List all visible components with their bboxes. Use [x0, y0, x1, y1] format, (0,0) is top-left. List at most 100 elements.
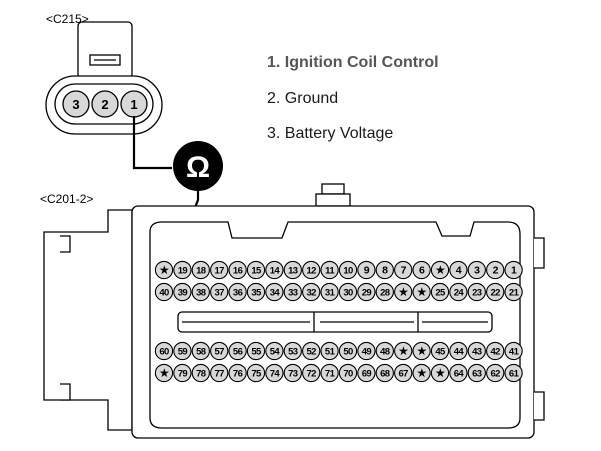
- c215-pin-label: 2: [101, 97, 108, 112]
- c201-pin-blank: ★: [412, 341, 431, 361]
- c201-pin-label: 72: [307, 369, 317, 380]
- c201-pin-label: ★: [436, 265, 446, 277]
- c201-pin-label: 62: [491, 369, 501, 380]
- c201-pin-label: 30: [343, 288, 353, 299]
- c201-pin-15: 15: [246, 260, 266, 280]
- c201-pin-41: 41: [504, 341, 523, 361]
- c201-pin-label: 3: [474, 265, 480, 277]
- ohmmeter-icon: Ω: [173, 141, 223, 191]
- c201-pin-4: 4: [449, 260, 468, 280]
- c201-pin-28: 28: [375, 282, 394, 302]
- c201-pin-label: 2: [493, 265, 499, 277]
- c201-pin-60: 60: [154, 341, 174, 361]
- c201-pin-label: ★: [436, 368, 446, 380]
- c201-pin-13: 13: [283, 260, 302, 280]
- c201-pin-63: 63: [467, 363, 486, 383]
- c201-pin-label: ★: [160, 265, 170, 277]
- c201-pin-57: 57: [210, 341, 229, 361]
- c201-pin-49: 49: [357, 341, 376, 361]
- c201-pin-label: 16: [233, 266, 243, 277]
- c201-pin-label: 77: [215, 369, 225, 380]
- c201-pin-label: 18: [196, 266, 206, 277]
- c201-pin-44: 44: [449, 341, 468, 361]
- c201-pin-58: 58: [191, 341, 210, 361]
- c201-pin-label: 50: [343, 347, 353, 358]
- c201-pin-label: ★: [417, 287, 427, 299]
- c201-pin-label: ★: [399, 287, 409, 299]
- c201-pin-label: 79: [178, 369, 188, 380]
- c201-pin-label: 40: [159, 288, 169, 299]
- c201-pin-label: 34: [270, 288, 281, 299]
- c201-pin-40: 40: [154, 282, 174, 302]
- c201-pin-label: 60: [159, 347, 169, 358]
- c201-pin-59: 59: [173, 341, 192, 361]
- c201-pin-label: 25: [435, 288, 446, 299]
- c201-pin-label: 45: [435, 347, 446, 358]
- c201-pin-2: 2: [486, 260, 505, 280]
- c201-pin-52: 52: [302, 341, 321, 361]
- c201-pin-32: 32: [302, 282, 321, 302]
- c201-pin-label: 75: [251, 369, 262, 380]
- c201-pin-17: 17: [210, 260, 229, 280]
- c201-pin-blank: ★: [394, 341, 413, 361]
- c201-pin-label: 28: [380, 288, 390, 299]
- c201-pin-24: 24: [449, 282, 468, 302]
- c201-pin-label: 41: [509, 347, 520, 358]
- c201-pin-label: 6: [419, 265, 425, 277]
- c201-pin-label: 56: [233, 347, 243, 358]
- c201-pin-label: 69: [362, 369, 372, 380]
- c201-pin-label: 4: [456, 265, 462, 277]
- c201-pin-label: ★: [417, 346, 427, 358]
- c201-pin-label: 54: [270, 347, 281, 358]
- c201-pin-label: 59: [178, 347, 188, 358]
- c201-pin-label: 1: [511, 265, 517, 277]
- c215-pin-3: 3: [62, 90, 90, 118]
- c201-pin-30: 30: [338, 282, 358, 302]
- c201-pin-50: 50: [338, 341, 358, 361]
- c201-pin-label: 13: [288, 266, 298, 277]
- c201-pin-39: 39: [173, 282, 192, 302]
- c201-pin-blank: ★: [394, 282, 413, 302]
- c201-pin-label: 33: [288, 288, 298, 299]
- c201-pin-42: 42: [486, 341, 505, 361]
- c201-pin-label: 31: [325, 288, 336, 299]
- c201-pin-79: 79: [173, 363, 192, 383]
- c201-connector: [43, 183, 545, 439]
- c201-pin-label: 42: [491, 347, 501, 358]
- c201-pin-71: 71: [320, 363, 339, 383]
- c201-pin-label: 19: [178, 266, 188, 277]
- c201-pin-7: 7: [394, 260, 413, 280]
- c201-pin-label: 11: [325, 266, 335, 277]
- c201-pin-label: 61: [509, 369, 520, 380]
- legend-item-2: 2. Ground: [267, 90, 339, 107]
- c201-pin-label: 73: [288, 369, 298, 380]
- c201-pin-label: 36: [233, 288, 243, 299]
- c201-pin-label: 51: [325, 347, 336, 358]
- c201-pin-51: 51: [320, 341, 339, 361]
- c201-pin-label: 74: [270, 369, 281, 380]
- c201-pin-blank: ★: [430, 260, 450, 280]
- c201-pin-67: 67: [394, 363, 413, 383]
- c215-label: <C215>: [46, 12, 89, 26]
- c201-pin-blank: ★: [154, 260, 174, 280]
- c201-pin-36: 36: [228, 282, 247, 302]
- legend-item-3: 3. Battery Voltage: [267, 125, 394, 142]
- c201-pin-label: 39: [178, 288, 188, 299]
- c201-pin-label: 58: [196, 347, 206, 358]
- c201-pin-25: 25: [430, 282, 450, 302]
- c201-pin-11: 11: [320, 260, 339, 280]
- c201-pin-label: 53: [288, 347, 298, 358]
- c201-pin-label: 57: [215, 347, 225, 358]
- c201-pin-38: 38: [191, 282, 210, 302]
- c201-pin-3: 3: [467, 260, 486, 280]
- c201-pin-34: 34: [265, 282, 284, 302]
- c201-pin-label: 14: [270, 266, 281, 277]
- c201-pin-label: 29: [362, 288, 372, 299]
- c201-pin-16: 16: [228, 260, 247, 280]
- c201-pin-55: 55: [246, 341, 266, 361]
- c201-pin-label: ★: [417, 368, 427, 380]
- c201-pin-72: 72: [302, 363, 321, 383]
